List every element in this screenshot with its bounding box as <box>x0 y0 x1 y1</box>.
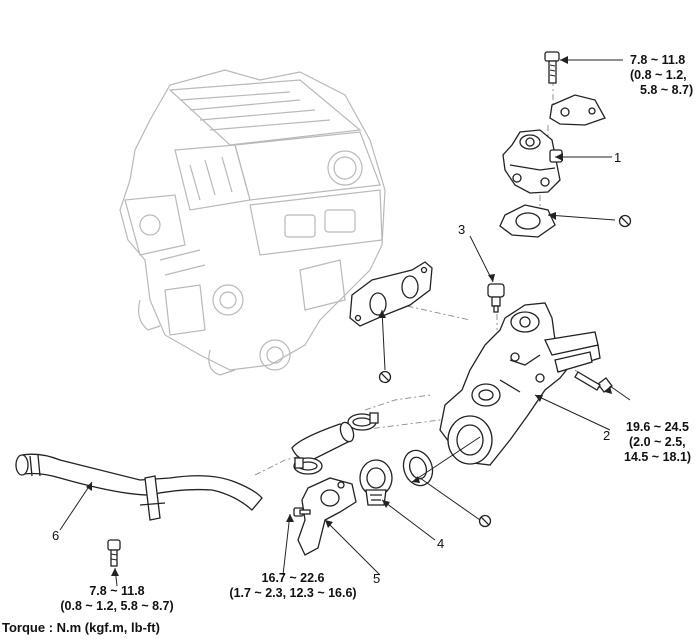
leader-lines <box>59 59 631 587</box>
callout-1: 1 <box>614 150 622 165</box>
callout-3: 3 <box>458 222 466 237</box>
callout-5: 5 <box>373 571 381 586</box>
thermostat-cover <box>297 477 357 556</box>
torque-label-top: 7.8 ~ 11.8 (0.8 ~ 1.2, 5.8 ~ 8.7) <box>630 53 694 97</box>
hose-short <box>291 421 355 461</box>
temperature-sensor <box>487 283 505 313</box>
water-pipe <box>15 453 263 521</box>
thermostat-housing <box>439 302 601 466</box>
callout-4: 4 <box>437 536 445 551</box>
circle-slash-icon <box>618 214 632 228</box>
clamp-lower <box>293 457 323 475</box>
engine-block-outline <box>119 69 386 376</box>
bolt-left <box>107 539 121 567</box>
thermostat <box>359 459 393 506</box>
callout-6: 6 <box>52 528 60 543</box>
torque-label-right: 19.6 ~ 24.5 (2.0 ~ 2.5, 14.5 ~ 18.1) <box>624 420 692 464</box>
callout-2: 2 <box>603 428 611 443</box>
water-outlet-housing <box>502 129 563 194</box>
bolt-top <box>544 51 560 84</box>
bolt-right <box>574 371 613 393</box>
gasket-thermostat <box>402 449 434 487</box>
gasket-outlet <box>499 204 556 238</box>
circle-slash-icon <box>478 514 492 528</box>
arrowheads <box>86 56 612 576</box>
torque-units-note: Torque : N.m (kgf.m, lb-ft) <box>2 620 160 635</box>
bracket <box>549 94 606 126</box>
bolt-thermostat-cover <box>293 507 311 517</box>
torque-label-left: 7.8 ~ 11.8 (0.8 ~ 1.2, 5.8 ~ 8.7) <box>60 584 174 613</box>
circle-slash-icon <box>378 370 392 384</box>
torque-label-thermostat: 16.7 ~ 22.6 (1.7 ~ 2.3, 12.3 ~ 16.6) <box>229 571 357 600</box>
clamp-upper <box>347 412 379 431</box>
gasket-head <box>349 261 433 327</box>
